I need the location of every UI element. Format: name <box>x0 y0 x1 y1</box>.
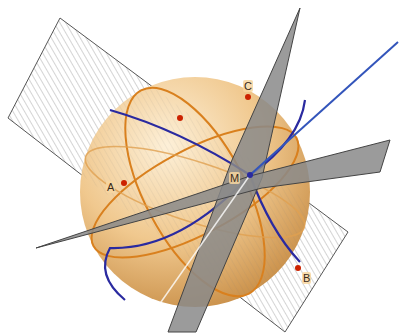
point-label: M <box>229 172 240 184</box>
axis-line <box>250 42 398 175</box>
point-dot <box>121 180 127 186</box>
point-dot <box>245 94 251 100</box>
point-label: B <box>302 272 311 284</box>
gray-plane <box>36 140 390 248</box>
point-label: A <box>106 181 115 193</box>
axis-line <box>140 175 250 332</box>
point-dot <box>295 265 301 271</box>
great-circle <box>76 128 313 256</box>
point-label: C <box>243 80 253 92</box>
point-dot <box>247 172 253 178</box>
great-circle <box>74 101 317 283</box>
point-dot <box>177 115 183 121</box>
